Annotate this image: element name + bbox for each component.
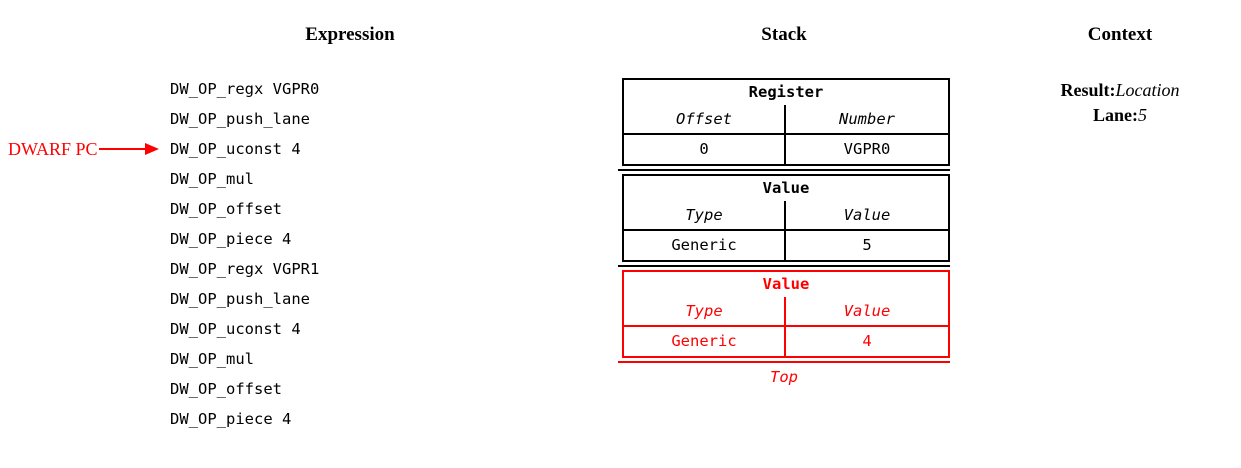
stack-entry-column-value: 4 <box>862 332 872 350</box>
stack-entry-column-label: Type <box>624 201 784 231</box>
expression-operation: DW_OP_uconst 4 <box>170 140 301 158</box>
stack-entry-column-label: Number <box>786 105 948 135</box>
stack-entry-column-label: Offset <box>624 105 784 135</box>
expression-operation: DW_OP_mul <box>170 170 254 188</box>
expression-operation: DW_OP_uconst 4 <box>170 320 301 338</box>
expression-operation: DW_OP_offset <box>170 200 282 218</box>
context-row-key: Result: <box>1060 80 1116 100</box>
expression-operation: DW_OP_piece 4 <box>170 410 292 428</box>
stack-entry-column-value: VGPR0 <box>843 140 891 158</box>
context-row-key: Lane: <box>1093 105 1138 125</box>
expression-operation: DW_OP_regx VGPR1 <box>170 260 320 278</box>
stack-entry-column-value: Generic <box>671 332 737 350</box>
stack-entry-title: Value <box>762 275 810 293</box>
stack-entry-separator <box>618 169 950 171</box>
dwarf-pc-marker: DWARF PC <box>8 137 163 161</box>
stack-entry-column-value: Generic <box>671 236 737 254</box>
stack-entry-column-value: 5 <box>862 236 872 254</box>
context-row-value: 5 <box>1138 105 1147 125</box>
stack-entry-column: Offset 0 <box>624 105 786 164</box>
stack-entry-column-label: Value <box>786 297 948 327</box>
column-heading-expression: Expression <box>305 24 395 45</box>
expression-operation: DW_OP_piece 4 <box>170 230 292 248</box>
stack-entry-column: Value 5 <box>786 201 948 260</box>
expression-operation: DW_OP_mul <box>170 350 254 368</box>
stack-entry-title: Value <box>762 179 810 197</box>
expression-operation: DW_OP_push_lane <box>170 110 310 128</box>
column-heading-context: Context <box>1087 24 1153 45</box>
expression-operation: DW_OP_offset <box>170 380 282 398</box>
stack-entry-column-label: Value <box>786 201 948 231</box>
context-row: Lane:5 <box>1000 103 1240 128</box>
column-heading-stack: Stack <box>761 24 807 45</box>
dwarf-pc-label: DWARF PC <box>8 139 98 159</box>
stack-entry-column: Value 4 <box>786 297 948 356</box>
stack-entry-column-label: Type <box>624 297 784 327</box>
expression-operation: DW_OP_push_lane <box>170 290 310 308</box>
expression-operation: DW_OP_regx VGPR0 <box>170 80 320 98</box>
stack-entry-column-value: 0 <box>699 140 709 158</box>
stack-top-label: Top <box>770 368 798 386</box>
context-row-value: Location <box>1115 80 1180 100</box>
stack-top-separator <box>618 361 950 363</box>
stack-entry-separator <box>618 265 950 267</box>
stack-entry-title: Register <box>748 83 824 101</box>
arrow-right-icon <box>98 143 163 155</box>
context-row: Result:Location <box>1000 78 1240 103</box>
